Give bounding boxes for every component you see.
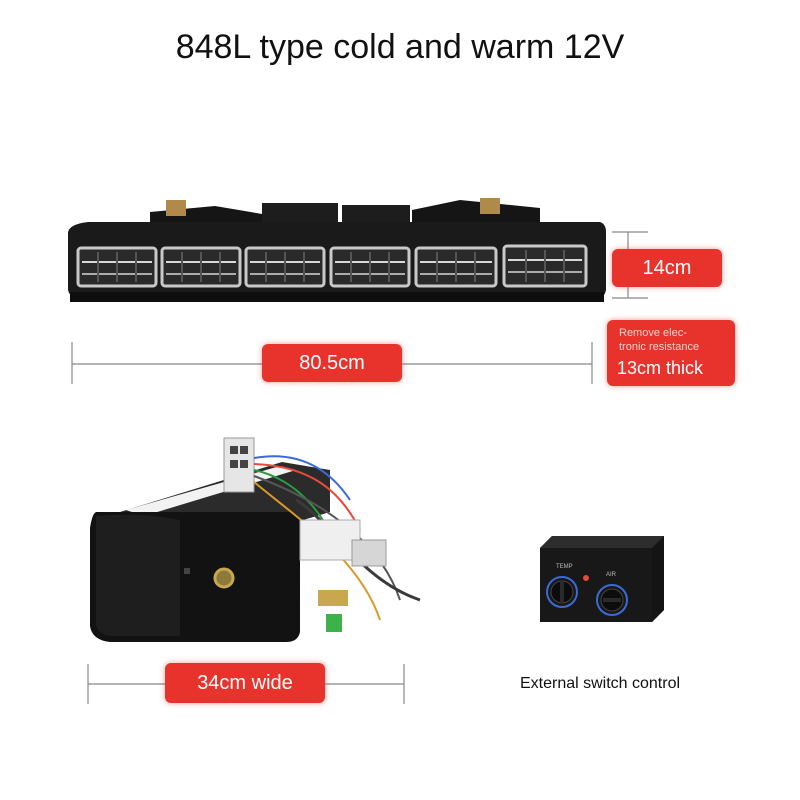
vent xyxy=(76,246,158,288)
length-label: 80.5cm xyxy=(262,344,402,382)
mount-bracket-left xyxy=(166,200,186,216)
width-dimension xyxy=(87,664,405,704)
remove-resistance-note: Remove elec- tronic resistance xyxy=(619,327,700,353)
control-box: TEMP AIR xyxy=(540,536,664,622)
temp-knob-label: TEMP xyxy=(556,564,573,570)
remove-resistance-label: Remove elec- tronic resistance 13cm thic… xyxy=(607,320,735,386)
air-knob-label: AIR xyxy=(606,572,617,578)
vent xyxy=(502,244,588,288)
wire-connector xyxy=(223,437,255,493)
vent xyxy=(329,246,411,288)
external-switch-caption: External switch control xyxy=(519,675,681,692)
ac-unit-side-view xyxy=(90,437,421,642)
vent xyxy=(244,246,326,288)
height-label: 14cm xyxy=(612,249,722,287)
drain-fitting xyxy=(213,567,235,589)
thickness-value: 13cm thick xyxy=(617,358,704,378)
temp-knob xyxy=(546,576,578,608)
length-dimension xyxy=(71,342,593,384)
vent xyxy=(160,246,242,288)
ac-unit-front xyxy=(68,198,606,302)
mount-bracket-right xyxy=(480,198,500,214)
vent-row xyxy=(76,244,588,288)
page-title: 848L type cold and warm 12V xyxy=(175,28,625,66)
indicator-led xyxy=(583,575,589,581)
width-label: 34cm wide xyxy=(165,663,325,703)
vent xyxy=(414,246,498,288)
valve xyxy=(318,590,348,606)
air-knob xyxy=(596,584,628,616)
